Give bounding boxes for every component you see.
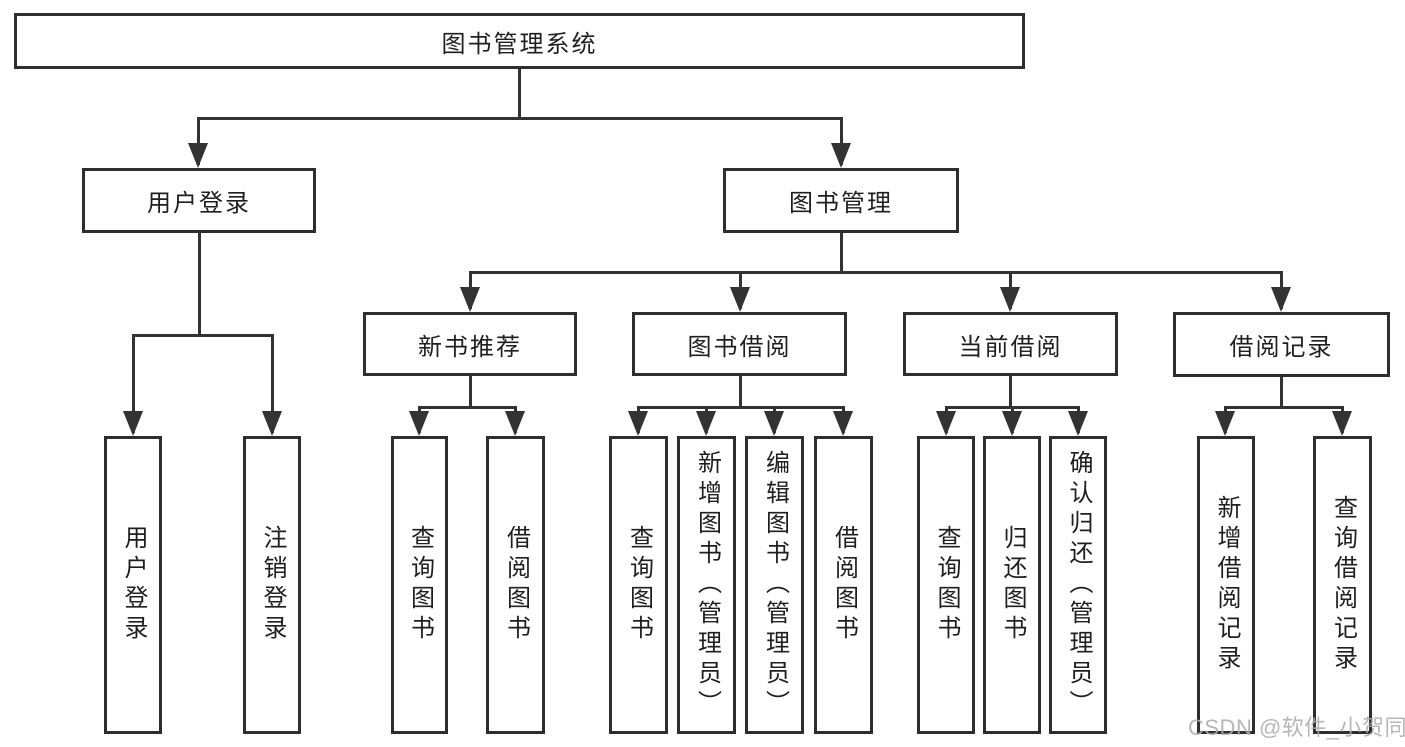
arrow-down-icon — [123, 411, 143, 436]
node-cb-return: 归还图书 — [983, 436, 1041, 734]
node-br-query: 查询借阅记录 — [1313, 436, 1372, 734]
connector-line — [468, 270, 1283, 274]
arrow-down-icon — [730, 287, 750, 312]
arrow-down-icon — [1068, 411, 1088, 436]
node-label: 归还图书 — [999, 525, 1026, 645]
node-root: 图书管理系统 — [14, 13, 1025, 69]
arrow-down-icon — [505, 411, 525, 436]
node-bb-borrow: 借阅图书 — [814, 436, 873, 734]
arrow-down-icon — [1332, 411, 1352, 436]
arrow-down-icon — [764, 411, 784, 436]
connector-line — [517, 69, 521, 118]
watermark: CSDN @软件_小贺同学 — [1188, 715, 1405, 740]
connector-line — [197, 233, 201, 335]
arrow-down-icon — [460, 287, 480, 312]
node-label: 新增图书（管理员） — [693, 450, 721, 720]
node-label: 编辑图书（管理员） — [761, 450, 789, 720]
node-ul-logout: 注销登录 — [243, 436, 301, 734]
node-label: 查询图书 — [406, 525, 434, 645]
arrow-down-icon — [409, 411, 429, 436]
node-label: 图书管理 — [789, 190, 893, 217]
node-borrow-record: 借阅记录 — [1173, 312, 1390, 377]
node-label: 用户登录 — [147, 190, 251, 217]
arrow-down-icon — [1002, 411, 1022, 436]
node-label: 借阅记录 — [1229, 334, 1334, 361]
node-label: 新书推荐 — [418, 333, 522, 361]
node-label: 确认归还（管理员） — [1065, 450, 1092, 720]
connector-line — [417, 405, 517, 409]
connector-line — [131, 335, 135, 433]
connector-line — [196, 118, 200, 165]
node-bb-edit: 编辑图书（管理员） — [745, 436, 804, 734]
node-bb-query: 查询图书 — [609, 436, 668, 734]
node-new-rec: 新书推荐 — [363, 312, 577, 376]
node-label: 注销登录 — [259, 525, 286, 645]
node-book-borrow: 图书借阅 — [632, 312, 847, 376]
connector-line — [1223, 405, 1344, 409]
arrow-down-icon — [831, 143, 851, 168]
node-label: 当前借阅 — [958, 333, 1063, 361]
connector-line — [839, 118, 843, 165]
arrow-down-icon — [696, 411, 716, 436]
node-nr-borrow: 借阅图书 — [486, 436, 545, 734]
node-label: 用户登录 — [120, 525, 147, 645]
connector-line — [196, 116, 843, 120]
arrow-down-icon — [833, 411, 853, 436]
connector-line — [636, 405, 845, 409]
arrow-down-icon — [1000, 287, 1020, 312]
arrow-down-icon — [188, 143, 208, 168]
node-user-login: 用户登录 — [82, 168, 316, 233]
node-cb-query: 查询图书 — [917, 436, 975, 734]
arrow-down-icon — [628, 411, 648, 436]
node-br-add: 新增借阅记录 — [1197, 436, 1255, 734]
node-label: 查询借阅记录 — [1329, 495, 1357, 675]
node-cb-confirm: 确认归还（管理员） — [1049, 436, 1107, 734]
node-book-mgmt: 图书管理 — [723, 168, 959, 233]
connector-line — [738, 376, 742, 407]
node-label: 借阅图书 — [830, 525, 858, 645]
connector-line — [1008, 376, 1012, 407]
node-bb-add: 新增图书（管理员） — [677, 436, 736, 734]
node-label: 新增借阅记录 — [1213, 495, 1240, 675]
node-ul-user-login: 用户登录 — [104, 436, 162, 734]
node-label: 图书管理系统 — [441, 30, 598, 58]
connector-line — [270, 335, 274, 433]
arrow-down-icon — [1271, 287, 1291, 312]
node-label: 借阅图书 — [502, 525, 530, 645]
node-label: 图书借阅 — [687, 333, 792, 361]
arrow-down-icon — [262, 411, 282, 436]
node-current-borrow: 当前借阅 — [903, 312, 1118, 376]
arrow-down-icon — [1215, 411, 1235, 436]
connector-line — [131, 333, 274, 337]
connector-line — [839, 233, 843, 272]
connector-line — [1279, 376, 1283, 407]
node-label: 查询图书 — [625, 525, 653, 645]
node-nr-query: 查询图书 — [391, 436, 448, 734]
arrow-down-icon — [936, 411, 956, 436]
connector-line — [468, 376, 472, 407]
node-label: 查询图书 — [933, 525, 960, 645]
